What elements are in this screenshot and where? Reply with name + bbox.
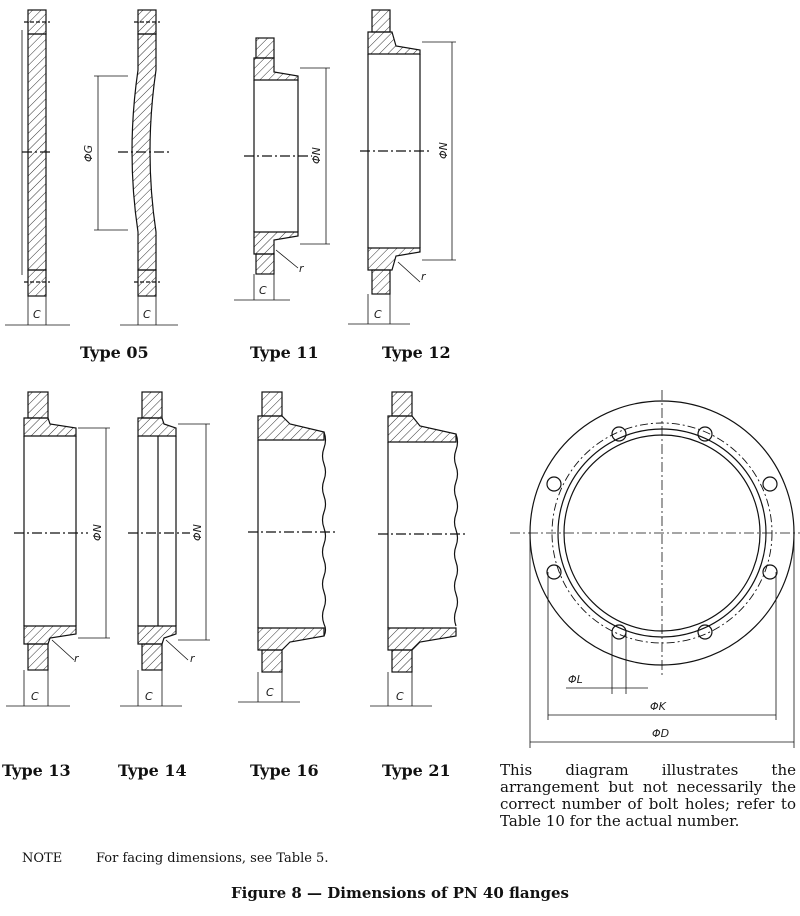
flange-type-05 bbox=[5, 9, 70, 326]
dim-c-12: C bbox=[374, 308, 382, 321]
dim-c-05b: C bbox=[143, 308, 151, 321]
flange-type-13 bbox=[6, 391, 110, 707]
figure-caption: Figure 8 — Dimensions of PN 40 flanges bbox=[230, 884, 570, 902]
note-label: NOTE bbox=[22, 851, 63, 866]
flange-type-14 bbox=[120, 391, 210, 707]
label-type-21: Type 21 bbox=[382, 761, 451, 780]
dim-c-11: C bbox=[259, 284, 267, 297]
dim-c-13: C bbox=[31, 690, 39, 703]
dim-n-11: ΦN bbox=[310, 147, 323, 164]
label-type-16: Type 16 bbox=[250, 761, 319, 780]
dim-c-21: C bbox=[396, 690, 404, 703]
dim-c-16: C bbox=[266, 686, 274, 699]
flange-type-11 bbox=[234, 37, 330, 301]
dim-r-11: r bbox=[299, 262, 305, 275]
dim-d: ΦD bbox=[652, 727, 669, 740]
dim-r-14: r bbox=[190, 652, 196, 665]
dim-k: ΦK bbox=[650, 700, 667, 713]
label-type-14: Type 14 bbox=[118, 761, 187, 780]
dim-n-13: ΦN bbox=[91, 524, 104, 541]
dim-c-05: C bbox=[33, 308, 41, 321]
dim-g-05b: ΦG bbox=[82, 145, 95, 162]
flange-type-12 bbox=[348, 9, 456, 325]
bolt-hole-note: This diagram illustrates the arrangement… bbox=[500, 761, 796, 830]
flange-front-view bbox=[510, 390, 800, 748]
label-type-11: Type 11 bbox=[250, 343, 319, 362]
dim-n-12: ΦN bbox=[437, 142, 450, 159]
flange-type-16 bbox=[238, 391, 336, 703]
flange-type-05b bbox=[94, 9, 178, 326]
dim-r-13: r bbox=[74, 652, 80, 665]
dim-r-12: r bbox=[421, 270, 427, 283]
dim-n-14: ΦN bbox=[191, 524, 204, 541]
label-type-12: Type 12 bbox=[382, 343, 451, 362]
label-type-05: Type 05 bbox=[80, 343, 149, 362]
dim-c-14: C bbox=[145, 690, 153, 703]
note-text: For facing dimensions, see Table 5. bbox=[96, 851, 329, 866]
label-type-13: Type 13 bbox=[2, 761, 71, 780]
flange-type-21 bbox=[370, 391, 468, 707]
dim-l: ΦL bbox=[568, 673, 583, 686]
